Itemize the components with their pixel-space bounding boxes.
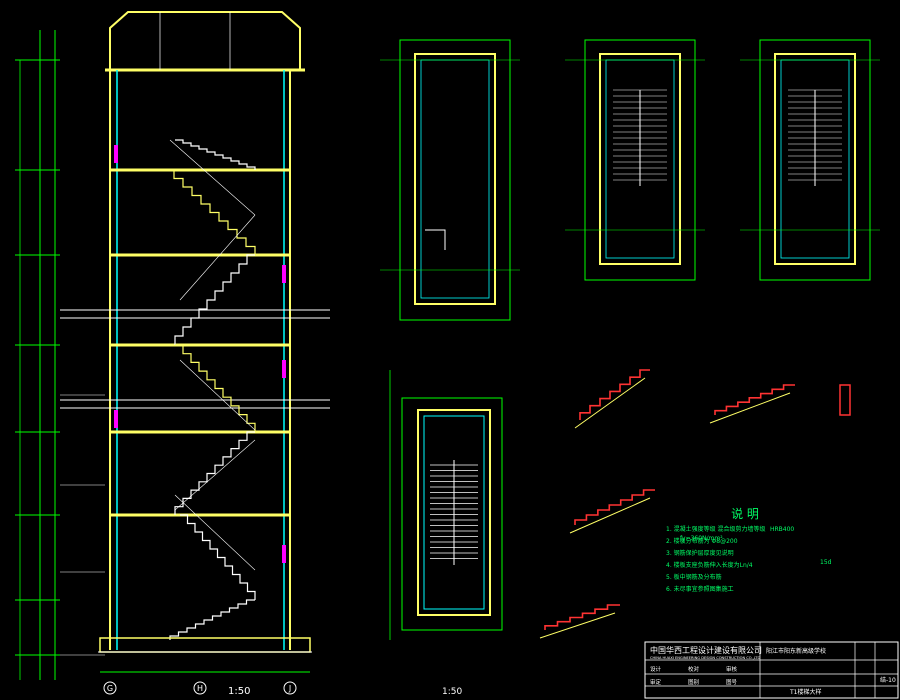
sheet-title: T1楼梯大样 [789,688,821,696]
stair-plans-top [380,39,880,321]
stair-section-view: G H J 1:50 [15,11,330,697]
section-axis-h: H [197,684,203,693]
sheet-number: 结-10 [880,676,896,684]
stair-detail-sections [539,369,851,639]
title-block-cell: 图别 [688,678,699,686]
design-notes: 说 明 1. 混凝土强度等级 混合级剪力墙等级 2. 楼板分布筋为 Φ8@200 3… [666,506,832,593]
note-item: 6. 未尽事宜参照图集施工 [666,585,734,593]
notes-spec-1: HRB400 [770,526,794,533]
company-name-en: CHINA HUAXI ENGINEERING DESIGN CONSTRUCT… [650,656,760,660]
notes-spec-2: fy=360N/mm² [680,535,723,542]
section-axis-j: J [288,684,291,693]
title-block: 中国华西工程设计建设有限公司 CHINA HUAXI ENGINEERING D… [644,641,899,699]
note-item: 5. 板中钢筋及分布筋 [666,573,722,581]
section-axis-g: G [107,684,113,693]
note-item: 4. 楼板支座负筋伸入长度为Ln/4 [666,561,753,569]
title-block-cell: 审定 [650,678,662,686]
company-name-cn: 中国华西工程设计建设有限公司 [650,645,762,655]
section-scale-label: 1:50 [228,686,250,697]
title-block-cell: 校对 [688,665,700,673]
notes-title: 说 明 [731,506,759,521]
project-name: 阳江市阳东新高级学校 [766,647,826,655]
note-item: 1. 混凝土强度等级 混合级剪力墙等级 [666,525,766,533]
title-block-cell: 设计 [650,665,662,673]
lower-plan-scale: 1:50 [442,687,462,697]
note-item: 2. 楼板分布筋为 Φ8@200 [666,537,738,545]
title-block-cell: 审核 [726,665,738,673]
stair-plan-lower: 1:50 [389,370,503,697]
title-block-cell: 图号 [726,678,738,686]
notes-spec-3: 15d [820,559,832,566]
note-item: 3. 钢筋保护层厚度见说明 [666,549,734,557]
